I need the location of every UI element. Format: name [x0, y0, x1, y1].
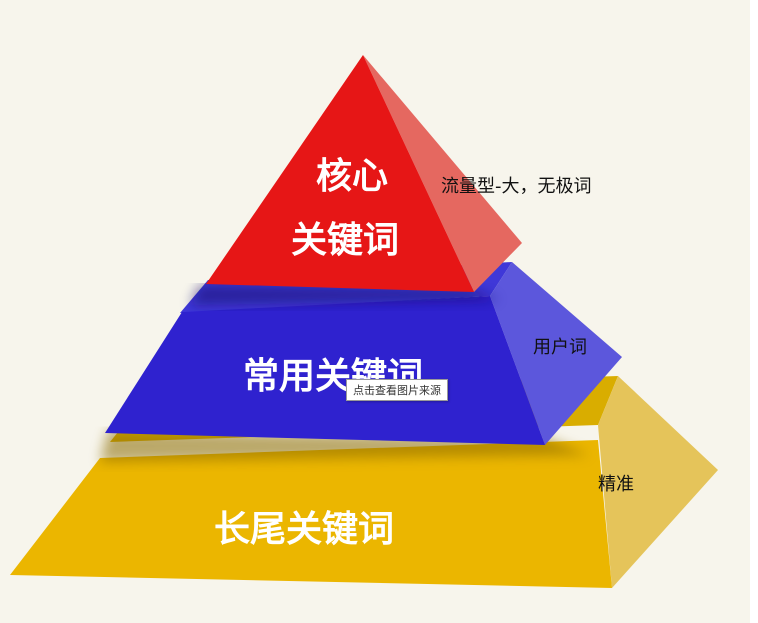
tier-core: [206, 55, 522, 292]
tier-core-right-face: [363, 55, 522, 292]
tier-core-label-line2: 关键词: [291, 219, 399, 261]
tier-common-right-face: [490, 262, 622, 445]
tier-longtail-right-face: [598, 376, 718, 588]
tier-common-side-label: 用户词: [533, 337, 587, 358]
tier-core-front-face: [206, 55, 474, 292]
tier-longtail-side-label: 精准: [598, 474, 634, 495]
tier-core-label-line1: 核心: [316, 155, 388, 197]
tier-core-side-label: 流量型-大，无极词: [441, 176, 592, 197]
tier-longtail-front-face: [10, 440, 612, 588]
right-margin: [750, 0, 758, 623]
image-source-tooltip[interactable]: 点击查看图片来源: [346, 379, 448, 401]
tier-common-front-face: [105, 296, 545, 445]
tier-longtail-label: 长尾关键词: [214, 508, 394, 550]
